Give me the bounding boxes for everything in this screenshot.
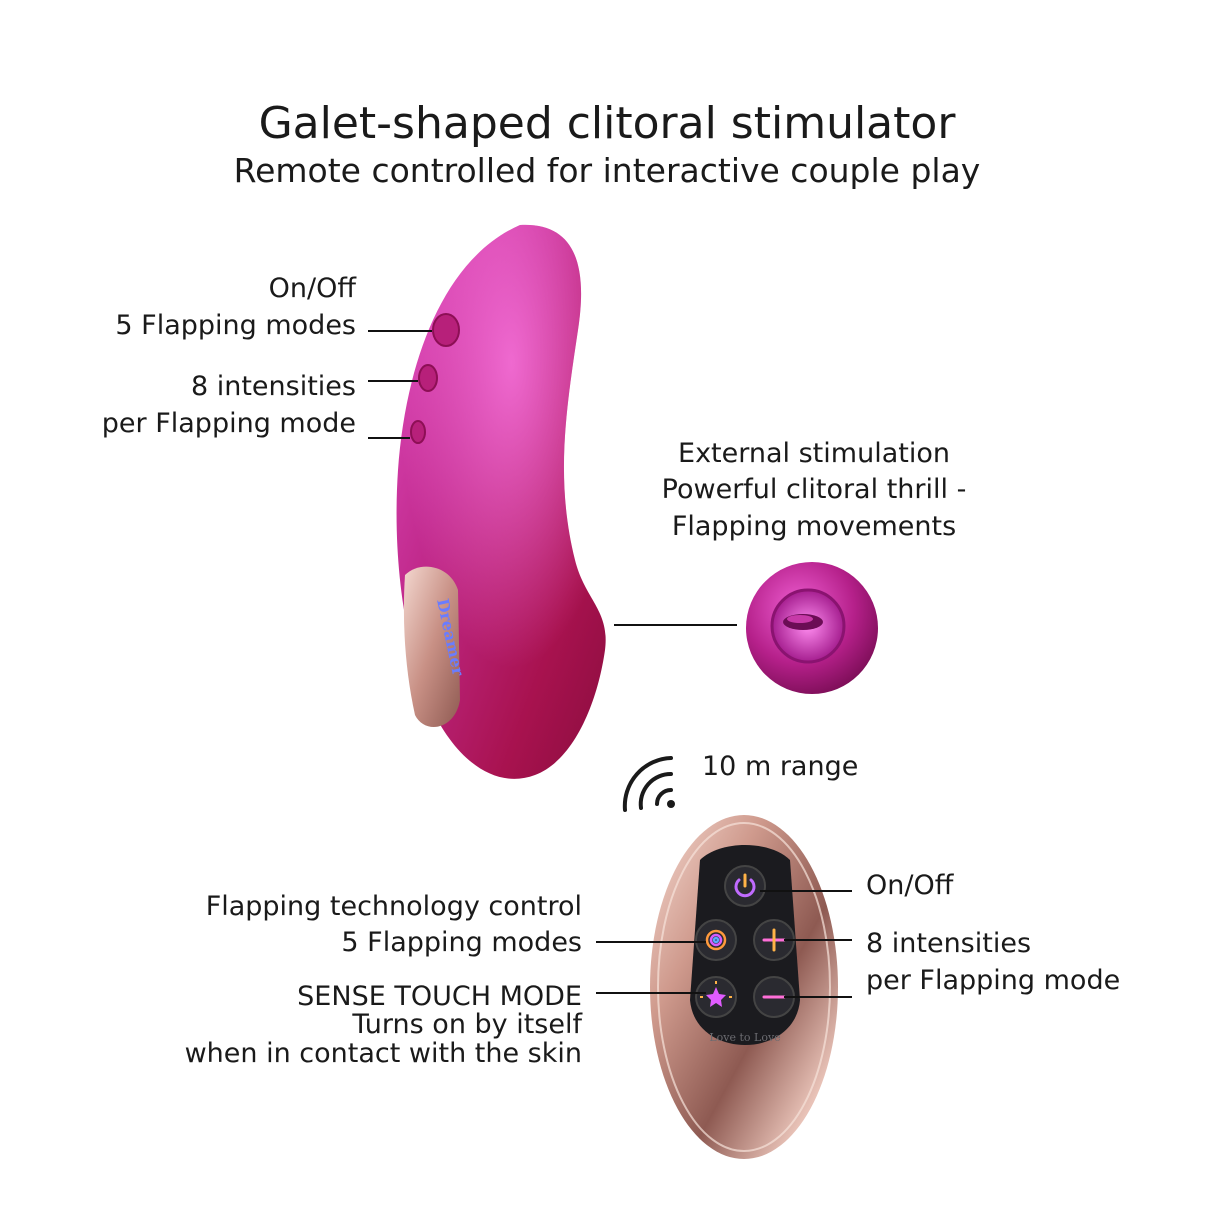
remote-plus-button[interactable] [753, 919, 795, 961]
device-per-mode-label: per Flapping mode [101, 408, 356, 439]
remote-sense-label: SENSE TOUCH MODE [297, 981, 582, 1012]
remote-intensities-label: 8 intensities [866, 928, 1032, 959]
device-power-button[interactable] [432, 313, 460, 347]
stimulator-head-closeup [746, 562, 878, 694]
remote-minus-button[interactable] [753, 976, 795, 1018]
head-label-2: Powerful clitoral thrill - [661, 474, 967, 505]
plus-icon [762, 928, 786, 952]
device-onoff-label: On/Off [268, 273, 356, 304]
remote-mode-button[interactable] [695, 919, 737, 961]
remote-per-mode-label: per Flapping mode [866, 965, 1121, 996]
stimulator-device [396, 224, 606, 779]
metal-plate [403, 566, 460, 727]
head-label-1: External stimulation [678, 438, 950, 469]
flapping-mode-icon [705, 929, 727, 951]
device-minus-button[interactable] [410, 420, 426, 444]
remote-sense-desc-1: Turns on by itself [352, 1009, 582, 1040]
page-subtitle: Remote controlled for interactive couple… [233, 151, 981, 190]
range-label: 10 m range [702, 751, 859, 782]
device-intensities-label: 8 intensities [190, 371, 356, 402]
head-label-3: Flapping movements [671, 511, 957, 542]
wireless-signal-icon [622, 756, 675, 812]
device-modes-label: 5 Flapping modes [115, 310, 356, 341]
remote-power-button[interactable] [724, 865, 766, 907]
remote-onoff-label: On/Off [866, 870, 954, 901]
power-icon [734, 873, 756, 898]
remote-sense-touch-button[interactable] [695, 976, 737, 1018]
page-title: Galet-shaped clitoral stimulator [258, 98, 956, 149]
device-plus-button[interactable] [418, 364, 438, 392]
sense-touch-star-icon [700, 981, 732, 1007]
remote-sense-desc-2: when in contact with the skin [184, 1038, 582, 1069]
remote-modes-label: 5 Flapping modes [341, 927, 582, 958]
remote-tech-label: Flapping technology control [205, 891, 582, 922]
remote-brand-text: Love to Love [709, 1031, 780, 1044]
